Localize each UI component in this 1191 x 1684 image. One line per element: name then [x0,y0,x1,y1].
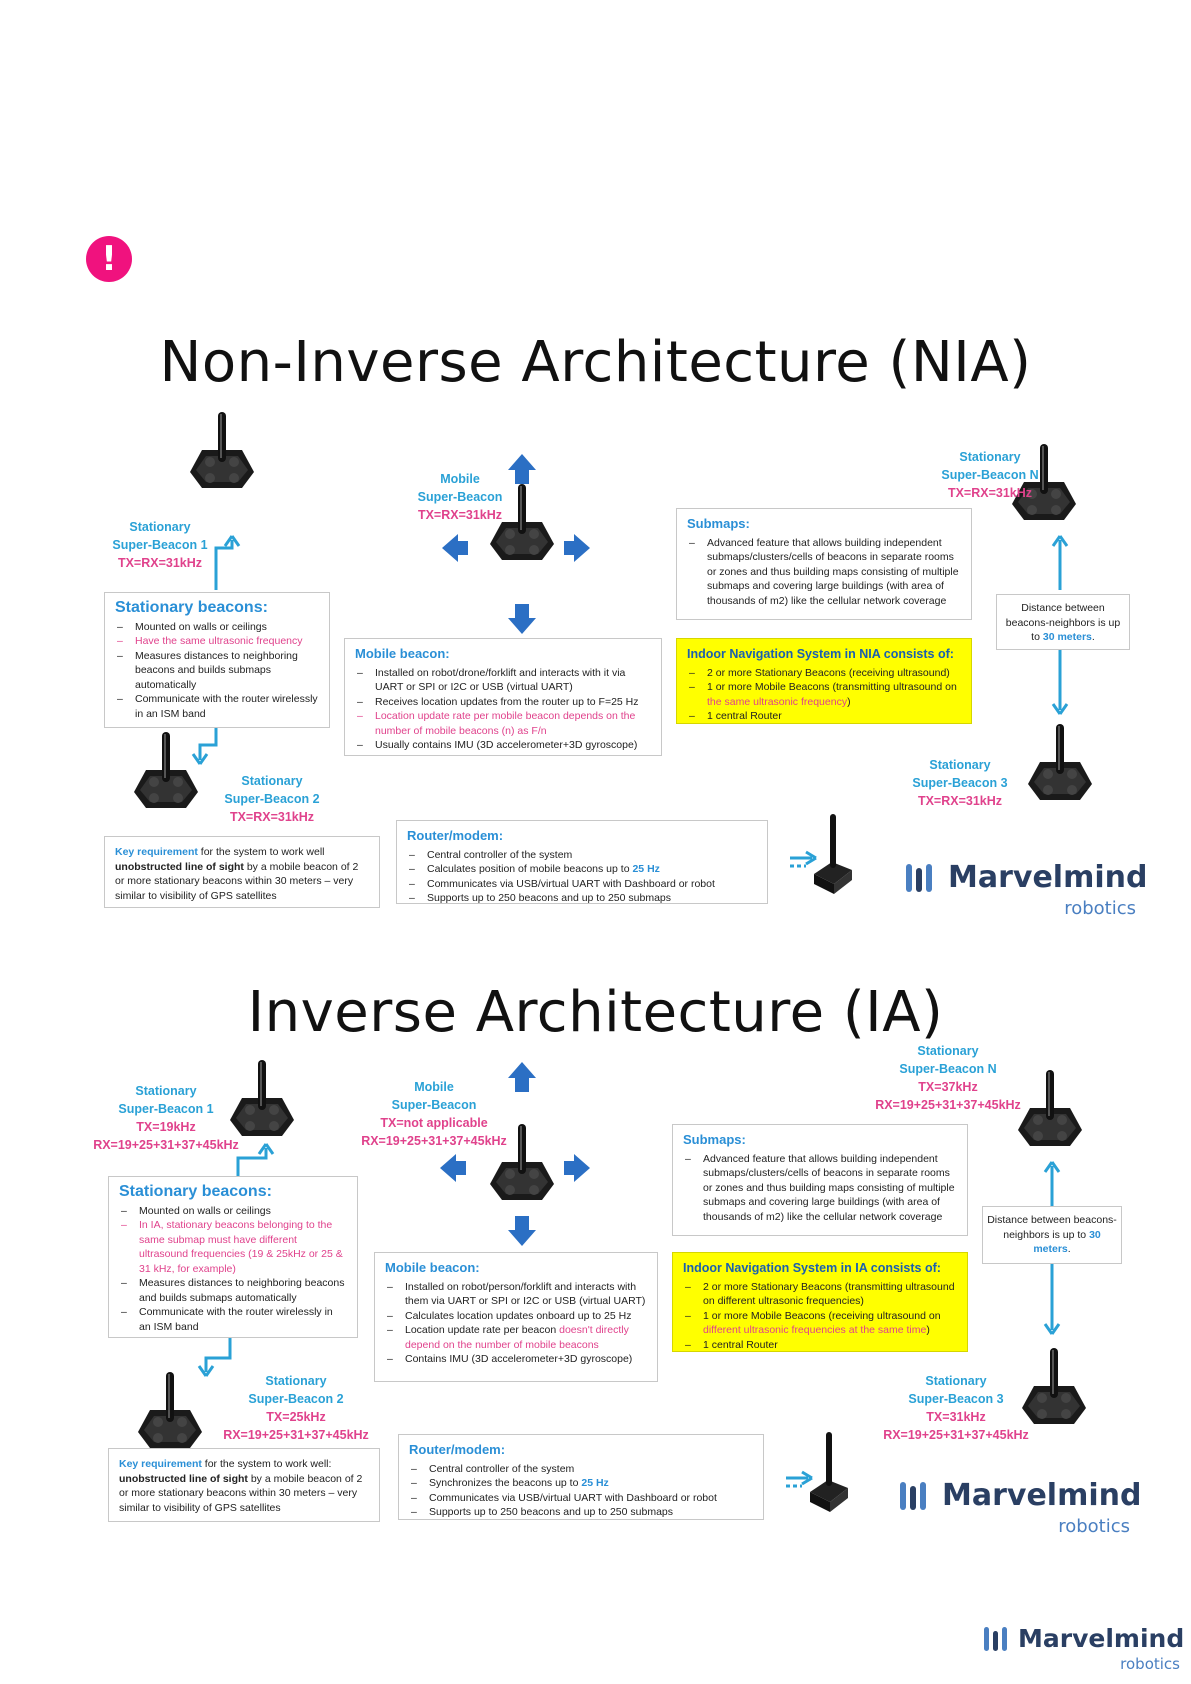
nia-distance-box: Distance between beacons-neighbors is up… [996,594,1130,650]
arrow-up-icon [508,1062,536,1092]
arrow-right-icon [564,1154,590,1182]
arrow-left-icon [440,1154,466,1182]
ia-title: Inverse Architecture (IA) [247,980,944,1045]
marvelmind-logo-icon [906,864,932,892]
ia-stationary-box: Stationary beacons: Mounted on walls or … [108,1176,358,1338]
arrow-down-icon [508,1216,536,1246]
nia-router-box: Router/modem: Central controller of the … [396,820,768,905]
ia-key-requirement: Key requirement for the system to work w… [108,1448,380,1522]
ia-distance-box: Distance between beacons-neighbors is up… [982,1206,1122,1264]
nia-mobile-box: Mobile beacon: Installed on robot/drone/… [344,638,662,756]
exclamation-circle-icon: ! [86,236,132,282]
marvelmind-logo-icon [900,1482,926,1510]
ia-submaps-box: Submaps: Advanced feature that allows bu… [672,1124,968,1236]
nia-submaps-box: Submaps: Advanced feature that allows bu… [676,508,972,620]
nia-title: Non-Inverse Architecture (NIA) [159,330,1032,395]
arrow-down-icon [508,604,536,634]
marvelmind-logo-icon [984,1627,1007,1651]
ia-ins-box: Indoor Navigation System in IA consists … [672,1252,968,1352]
nia-ins-box: Indoor Navigation System in NIA consists… [676,638,972,724]
nia-key-requirement: Key requirement for the system to work w… [104,836,380,908]
nia-stationary-box: Stationary beacons: Mounted on walls or … [104,592,330,728]
arrow-up-icon [508,454,536,484]
ia-mobile-box: Mobile beacon: Installed on robot/person… [374,1252,658,1382]
arrow-right-icon [564,534,590,562]
arrow-left-icon [442,534,468,562]
ia-router-box: Router/modem: Central controller of the … [398,1434,764,1520]
